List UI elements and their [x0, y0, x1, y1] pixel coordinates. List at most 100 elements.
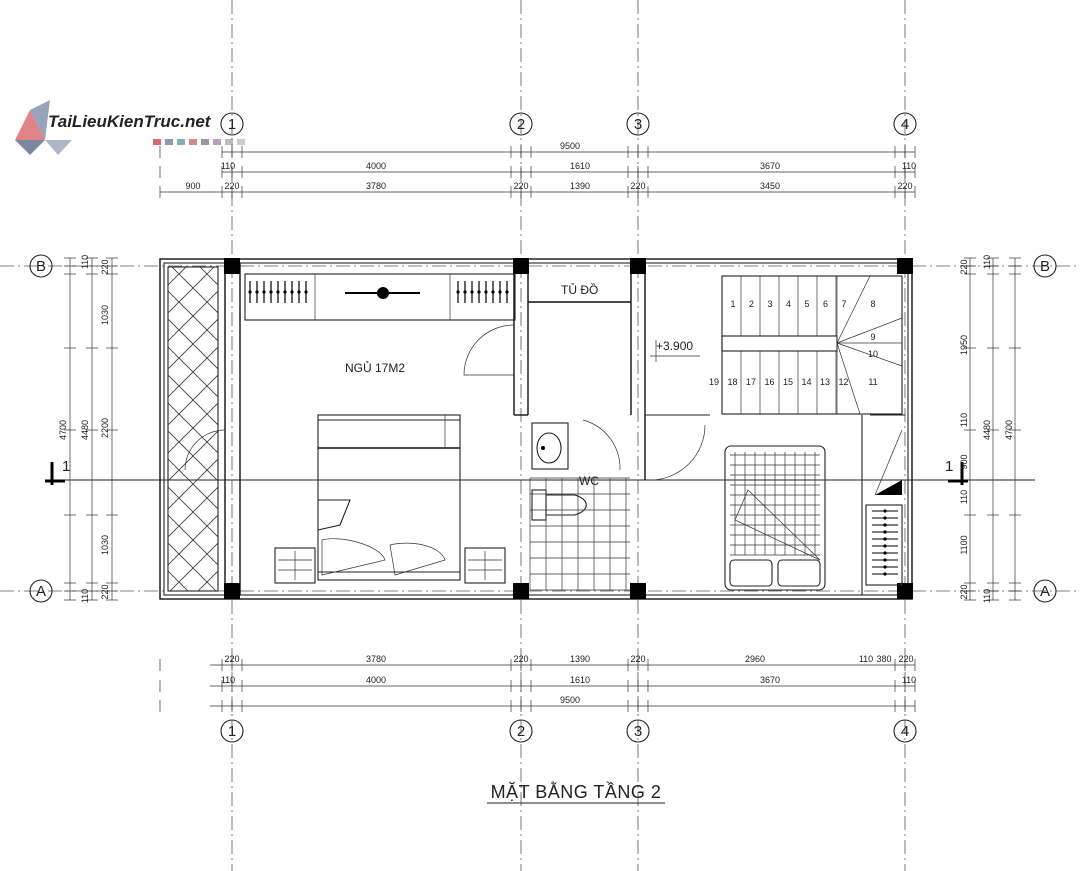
doors	[184, 324, 706, 481]
drawing-title: MẶT BẰNG TẦNG 2	[491, 781, 662, 802]
svg-text:110: 110	[959, 490, 969, 504]
svg-text:A: A	[1040, 583, 1050, 600]
svg-text:1390: 1390	[570, 654, 590, 664]
svg-text:2200: 2200	[100, 418, 110, 438]
stair-step-number: 8	[870, 299, 875, 309]
svg-text:1: 1	[228, 723, 236, 740]
svg-text:3: 3	[634, 116, 642, 133]
axis-b-left: B	[29, 254, 53, 278]
svg-text:3780: 3780	[366, 181, 386, 191]
svg-text:4000: 4000	[366, 675, 386, 685]
svg-text:9500: 9500	[560, 141, 580, 151]
dims-bottom: 220 3780 220 1390 220 2960 110 380 220 1…	[221, 654, 916, 705]
svg-text:900: 900	[959, 454, 969, 469]
stair-step-number: 11	[868, 377, 877, 387]
wc-label: WC	[579, 474, 599, 488]
section-label-right: 1	[945, 458, 953, 475]
single-bed	[724, 429, 903, 591]
axis-2-top: 2	[509, 112, 533, 136]
svg-text:4480: 4480	[80, 420, 90, 440]
svg-text:3450: 3450	[760, 181, 780, 191]
axis-b-right: B	[1033, 254, 1057, 278]
svg-text:220: 220	[513, 181, 528, 191]
svg-text:110: 110	[902, 161, 916, 171]
svg-text:110: 110	[959, 413, 969, 427]
axis-a-right: A	[1033, 579, 1057, 603]
stair-step-number: 5	[804, 299, 809, 309]
wardrobe-label: TỦ ĐỒ	[561, 282, 598, 297]
axis-4-bottom: 4	[893, 719, 917, 743]
axis-bubbles: 1 2 3 4 1 2 3 4 B A B A	[29, 112, 1057, 743]
svg-text:A: A	[36, 583, 46, 600]
svg-text:3670: 3670	[760, 675, 780, 685]
svg-text:4700: 4700	[1004, 420, 1014, 440]
svg-text:4: 4	[901, 723, 909, 740]
svg-text:220: 220	[100, 259, 110, 274]
svg-text:110: 110	[902, 675, 916, 685]
svg-text:4: 4	[901, 116, 909, 133]
stair-step-number: 9	[870, 332, 875, 342]
svg-text:220: 220	[224, 654, 239, 664]
svg-text:9500: 9500	[560, 695, 580, 705]
svg-text:380: 380	[876, 654, 891, 664]
stair-step-number: 10	[868, 349, 878, 359]
bedroom-wardrobe	[244, 273, 516, 321]
svg-text:3780: 3780	[366, 654, 386, 664]
axis-1-bottom: 1	[220, 719, 244, 743]
axis-3-top: 3	[626, 112, 650, 136]
svg-text:220: 220	[959, 584, 969, 599]
svg-text:3670: 3670	[760, 161, 780, 171]
stair-step-number: 12	[838, 377, 848, 387]
stair-step-number: 6	[823, 299, 828, 309]
stair-step-number: 19	[709, 377, 719, 387]
svg-text:110: 110	[80, 255, 90, 269]
svg-text:3: 3	[634, 723, 642, 740]
drawing-title-group: MẶT BẰNG TẦNG 2	[487, 781, 665, 804]
stair-step-number: 13	[820, 377, 830, 387]
axis-a-left: A	[29, 579, 53, 603]
svg-text:110: 110	[859, 654, 873, 664]
stair-step-number: 1	[730, 299, 735, 309]
stair-step-number: 3	[767, 299, 772, 309]
svg-text:B: B	[36, 258, 46, 275]
dims-left: 4700 4480 110 220 1030 2200 1030 220 110	[58, 255, 110, 603]
axis-4-top: 4	[893, 112, 917, 136]
svg-text:110: 110	[80, 589, 90, 603]
svg-text:110: 110	[982, 589, 992, 603]
svg-text:220: 220	[100, 584, 110, 599]
svg-text:4000: 4000	[366, 161, 386, 171]
axis-3-bottom: 3	[626, 719, 650, 743]
dims-top: 9500 110 4000 1610 3670 110 900 220 3780…	[185, 141, 916, 191]
level-label: +3.900	[656, 339, 693, 353]
svg-text:B: B	[1040, 258, 1050, 275]
stair-step-number: 18	[727, 377, 737, 387]
stair-step-number: 4	[786, 299, 791, 309]
svg-text:220: 220	[513, 654, 528, 664]
walls	[159, 258, 913, 600]
svg-text:1610: 1610	[570, 161, 590, 171]
svg-text:220: 220	[898, 654, 913, 664]
wc-fixtures	[529, 422, 630, 591]
stair-step-number: 2	[749, 299, 754, 309]
stair-step-number: 16	[764, 377, 774, 387]
watermark-logo: TaiLieuKienTruc.net	[15, 100, 245, 155]
svg-text:110: 110	[221, 161, 235, 171]
svg-text:1610: 1610	[570, 675, 590, 685]
double-bed	[274, 414, 506, 584]
svg-text:1: 1	[228, 116, 236, 133]
section-label-left: 1	[62, 458, 70, 475]
svg-text:2: 2	[517, 723, 525, 740]
svg-text:220: 220	[897, 181, 912, 191]
watermark-text: TaiLieuKienTruc.net	[48, 112, 212, 131]
axis-2-bottom: 2	[509, 719, 533, 743]
svg-text:4480: 4480	[982, 420, 992, 440]
dimension-lines	[69, 151, 1016, 707]
svg-text:110: 110	[221, 675, 235, 685]
svg-text:220: 220	[630, 654, 645, 664]
stair-step-number: 15	[783, 377, 793, 387]
svg-text:4700: 4700	[58, 420, 68, 440]
room-labels: NGỦ 17M2 TỦ ĐỒ WC +3.900	[345, 282, 700, 488]
